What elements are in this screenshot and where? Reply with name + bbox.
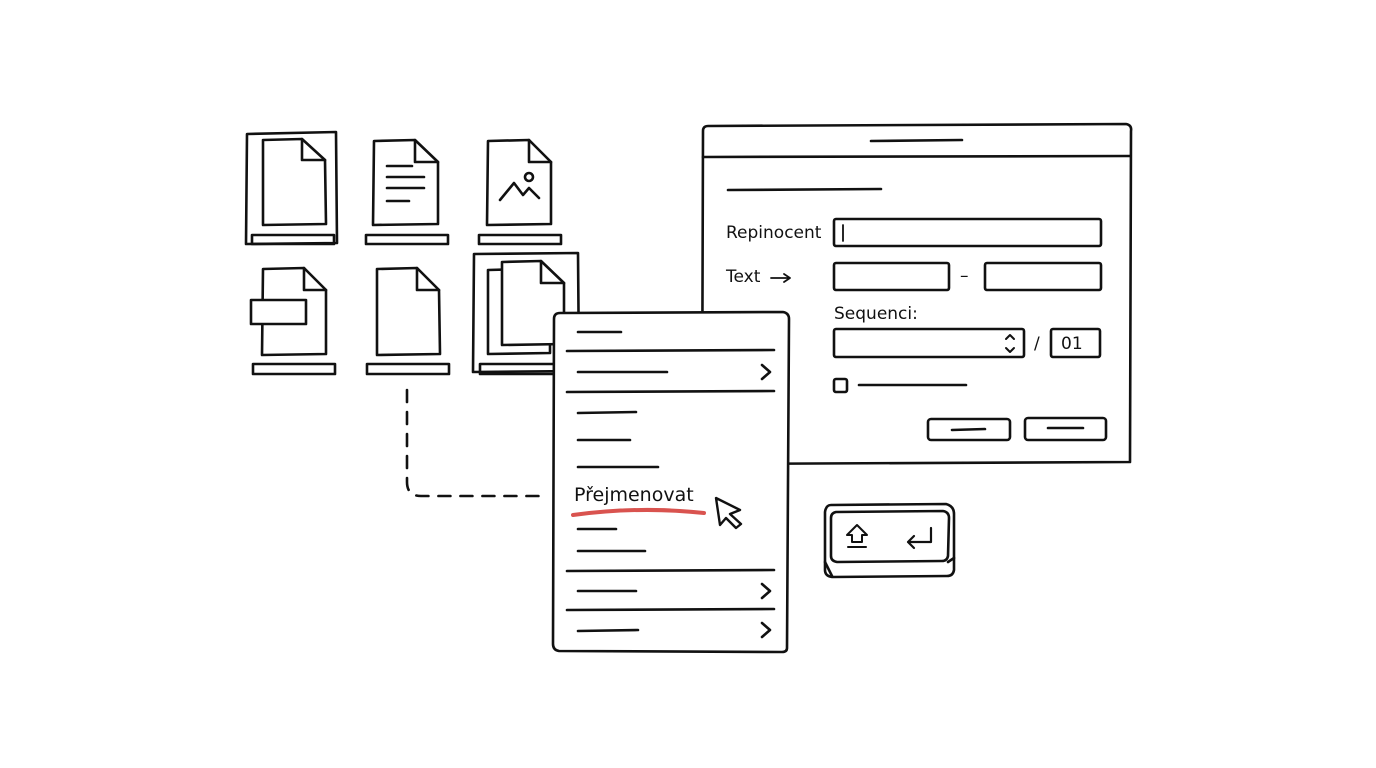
file-fold — [413, 138, 440, 164]
range-from-box — [832, 261, 951, 292]
file-name-bar — [365, 362, 451, 376]
menu-item-submenu-1[interactable] — [560, 360, 782, 384]
dialog-title-placeholder — [869, 138, 964, 143]
shift-enter-key — [823, 502, 956, 579]
confirm-button[interactable] — [1025, 418, 1106, 440]
menu-separator — [565, 348, 776, 353]
sequence-select[interactable] — [834, 329, 1024, 357]
text-label: Text — [726, 267, 761, 287]
range-from-input[interactable] — [834, 263, 949, 290]
spinner-icon — [1005, 334, 1015, 353]
file-item-blank-selected[interactable] — [244, 130, 339, 246]
image-file-icon — [485, 138, 553, 227]
file-name-bar — [250, 233, 336, 246]
menu-item-placeholder — [576, 628, 640, 633]
dialog-titlebar-divider — [701, 154, 1132, 159]
dialog-button-primary — [1023, 416, 1108, 442]
file-selection-frame — [244, 130, 339, 246]
text-lines — [385, 164, 426, 203]
menu-separator — [565, 568, 776, 573]
name-input[interactable] — [834, 219, 1101, 246]
cursor-icon — [714, 496, 743, 530]
sequence-start-input[interactable] — [1051, 329, 1100, 357]
chevron-right-icon — [760, 582, 772, 600]
checkbox-icon — [832, 377, 849, 394]
arrow-right-icon — [770, 273, 791, 283]
keycap-edge — [823, 556, 956, 578]
file-name-bar — [477, 233, 563, 246]
context-menu — [551, 310, 791, 654]
file-item-text[interactable] — [364, 138, 450, 246]
sequence-select-box — [832, 327, 1026, 359]
file-item-image[interactable] — [477, 138, 563, 246]
keycap-outer — [823, 502, 956, 579]
menu-item-submenu-2[interactable] — [560, 580, 782, 604]
highlight-underline — [571, 507, 706, 517]
file-tab — [249, 298, 308, 326]
menu-separator — [565, 389, 776, 394]
sequence-label: Sequenci: — [834, 304, 918, 324]
cancel-button[interactable] — [928, 419, 1010, 440]
blank-file-icon — [375, 266, 442, 357]
menu-item-placeholder — [576, 410, 638, 415]
sequence-start-value: 01 — [1061, 334, 1083, 354]
file-name-bar — [364, 233, 450, 246]
chevron-right-icon — [760, 621, 772, 639]
file-item-tabbed[interactable] — [249, 266, 337, 376]
text-file-icon — [371, 138, 440, 227]
dialog-heading-placeholder — [726, 187, 883, 192]
image-mountains — [498, 181, 541, 202]
shift-icon — [846, 524, 868, 543]
context-menu-panel — [551, 310, 791, 654]
file-fold — [527, 138, 553, 164]
image-sun — [523, 171, 535, 183]
chevron-right-icon — [760, 363, 772, 381]
sequence-slash: / — [1034, 334, 1040, 354]
sequence-start-box — [1049, 327, 1102, 359]
file-fold — [302, 266, 328, 292]
menu-item-rename[interactable]: Přejmenovat — [574, 484, 694, 506]
range-to-input[interactable] — [985, 263, 1101, 290]
enter-icon — [906, 526, 933, 550]
file-name-bar — [251, 362, 337, 376]
field-label: Repinocent — [726, 223, 822, 243]
range-to-box — [983, 261, 1103, 292]
keycap-top — [829, 509, 951, 564]
range-separator: – — [960, 266, 969, 286]
file-fold — [300, 137, 327, 162]
file-fold — [415, 266, 441, 292]
file-fold — [539, 259, 566, 285]
folder-file-icon — [260, 266, 328, 357]
dashed-connector — [405, 388, 550, 498]
dialog-button-secondary — [926, 417, 1012, 442]
file-item-target[interactable] — [365, 266, 451, 376]
menu-separator — [565, 607, 776, 612]
button-label-placeholder — [950, 427, 987, 432]
option-checkbox[interactable] — [832, 377, 849, 394]
menu-item-submenu-3[interactable] — [560, 619, 782, 643]
name-input-box — [832, 217, 1103, 248]
blank-file-icon — [261, 137, 328, 227]
